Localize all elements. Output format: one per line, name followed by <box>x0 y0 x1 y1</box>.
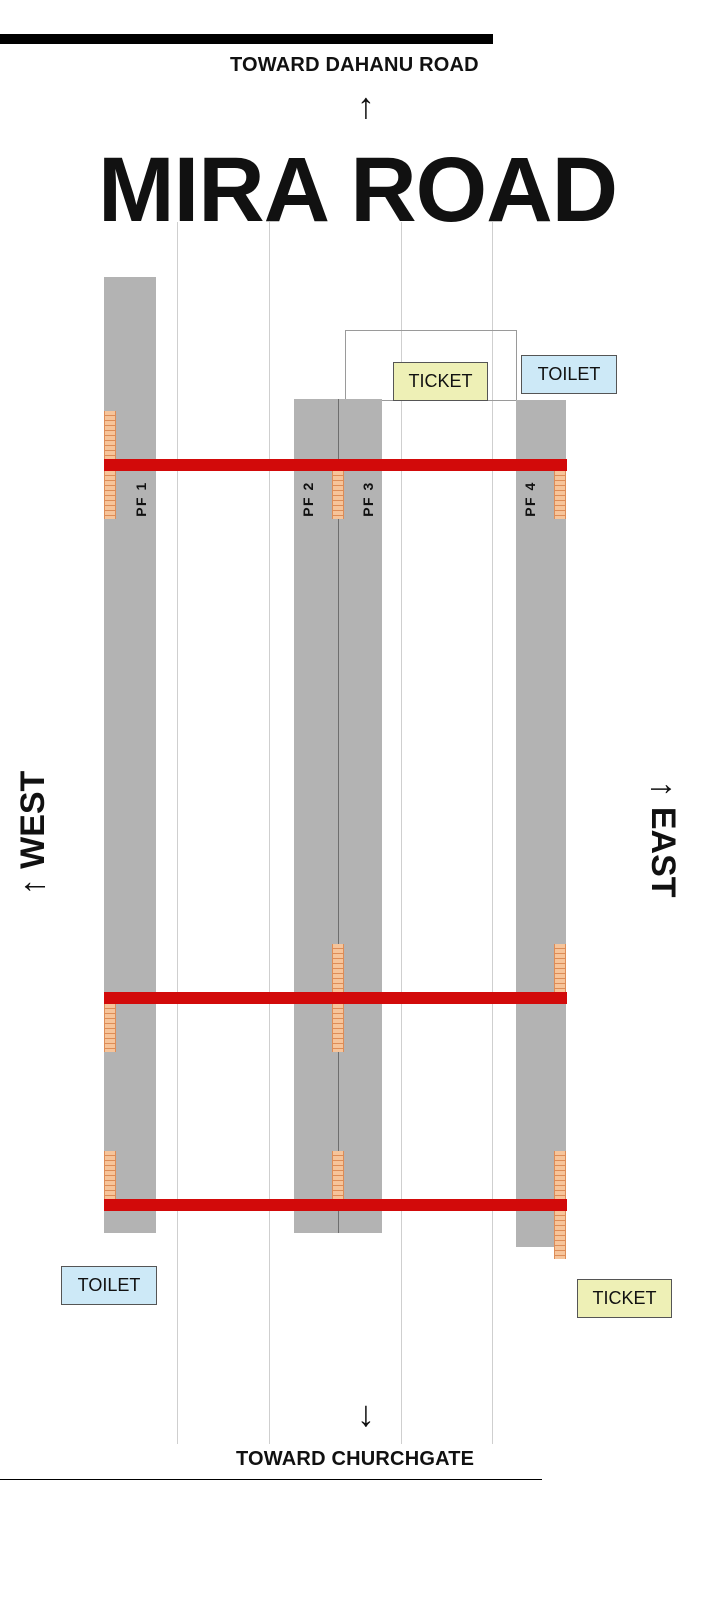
toilet-top[interactable]: TOILET <box>521 355 617 394</box>
platform-3-label: PF 3 <box>360 481 376 517</box>
track-line <box>269 222 270 1444</box>
arrow-up-icon: ↑ <box>357 85 375 126</box>
bottom-rule <box>0 1479 542 1480</box>
stairs-icon <box>554 944 566 992</box>
direction-bottom-label: TOWARD CHURCHGATE <box>236 1448 475 1470</box>
platform-divider <box>338 399 339 1233</box>
foot-overbridge-middle <box>104 992 567 1004</box>
stairs-icon <box>332 1151 344 1199</box>
stairs-icon <box>554 1151 566 1199</box>
platform-1-label: PF 1 <box>133 481 149 517</box>
stairs-icon <box>332 471 344 519</box>
arrow-down-icon: ↓ <box>357 1393 375 1434</box>
track-line <box>492 222 493 1444</box>
platform-4[interactable] <box>516 400 566 1247</box>
platform-4-label: PF 4 <box>522 481 538 517</box>
stairs-icon <box>554 471 566 519</box>
west-direction-label: ↑ WEST <box>14 770 52 896</box>
stairs-icon <box>104 1004 116 1052</box>
stairs-icon <box>104 411 116 459</box>
platform-2-label: PF 2 <box>300 481 316 517</box>
station-title: MIRA ROAD <box>98 139 618 241</box>
ticket-counter-top[interactable]: TICKET <box>393 362 488 401</box>
track-line <box>177 222 178 1444</box>
direction-top-label: TOWARD DAHANU ROAD <box>230 54 479 76</box>
foot-overbridge-south <box>104 1199 567 1211</box>
toilet-bottom[interactable]: TOILET <box>61 1266 157 1305</box>
stairs-icon <box>332 944 344 992</box>
stairs-icon <box>104 1151 116 1199</box>
stairs-icon <box>332 1004 344 1052</box>
foot-overbridge-north <box>104 459 567 471</box>
east-direction-label: ↑ EAST <box>644 780 682 898</box>
stairs-icon <box>554 1211 566 1259</box>
stairs-icon <box>104 471 116 519</box>
ticket-counter-bottom[interactable]: TICKET <box>577 1279 672 1318</box>
track-line <box>401 222 402 1444</box>
top-rule <box>0 34 493 44</box>
